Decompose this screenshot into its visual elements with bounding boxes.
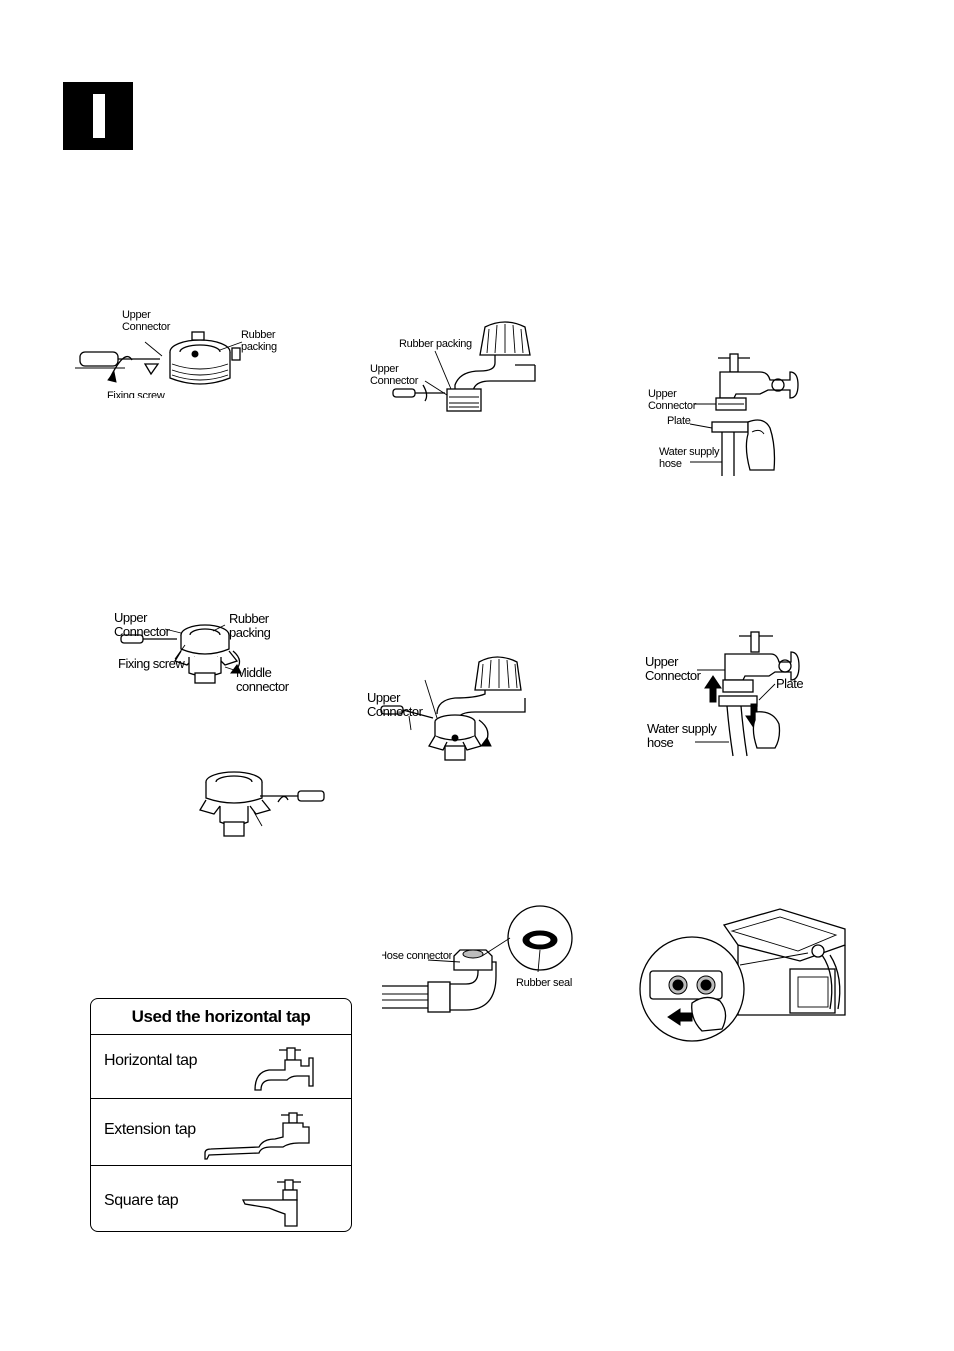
section-marker-glyph (93, 94, 105, 138)
step4-fixing-screw-label: Fixing screw (118, 656, 185, 671)
tap-middle-connector-drawing (380, 656, 526, 761)
horizontal-tap-icon (254, 1047, 314, 1091)
tap-row-label: Extension tap (104, 1121, 196, 1138)
section-marker (63, 82, 133, 150)
tap-row-label: Horizontal tap (104, 1052, 198, 1069)
tap-with-connector-drawing (392, 321, 536, 412)
tap-row-divider (91, 1098, 351, 1099)
tap-plate-hose-drawing (695, 631, 800, 757)
step7-hose-connector-label: Hose connector (382, 950, 452, 962)
step2-rubber-packing-label: Rubber packing (399, 338, 472, 350)
middle-connector-drawing (120, 624, 242, 684)
connector-screwdriver-drawing (75, 331, 243, 385)
step1-fixing-screw-label: Fixing screw (107, 390, 165, 398)
tap-hand-hose-drawing (689, 353, 799, 476)
step7-rubber-seal-label: Rubber seal (516, 977, 573, 989)
middle-connector-tighten-drawing (199, 771, 325, 837)
tap-row-square: Square tap (91, 1166, 351, 1232)
hose-connector-rubber-seal-drawing (382, 905, 573, 1013)
tap-row-horizontal: Horizontal tap (91, 1034, 351, 1098)
step6-plate-label: Plate (776, 676, 804, 691)
tap-table-title: Used the horizontal tap (91, 999, 351, 1035)
tap-row-label: Square tap (104, 1192, 179, 1209)
tap-type-table: Used the horizontal tap Horizontal tap E… (90, 998, 352, 1232)
tap-row-divider (91, 1165, 351, 1166)
washer-inlet-connection-drawing (639, 908, 846, 1042)
step3-plate-label: Plate (667, 415, 691, 427)
tap-row-extension: Extension tap (91, 1099, 351, 1165)
extension-tap-icon (204, 1112, 310, 1160)
square-tap-icon (241, 1179, 301, 1227)
